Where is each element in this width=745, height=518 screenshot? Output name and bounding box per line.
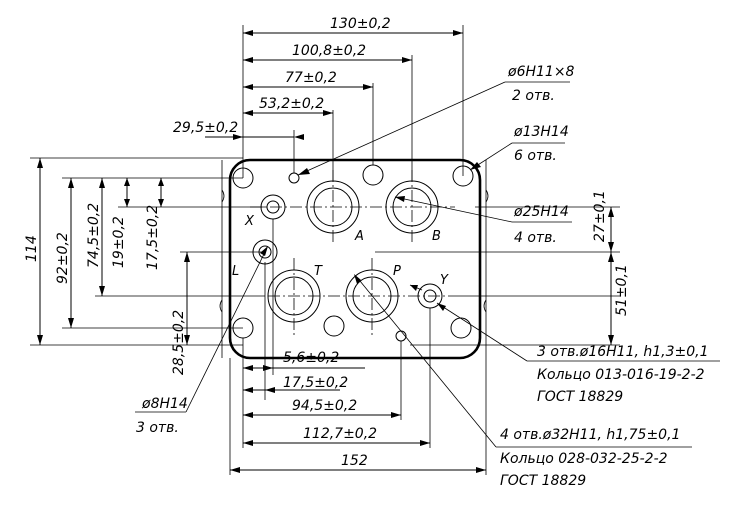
dim-100-8: 100,8±0,2 (292, 43, 366, 59)
port-label-p: P (393, 264, 401, 279)
top-dimensions: 130±0,2 100,8±0,2 77±0,2 53,2±0,2 29,5±0… (173, 16, 464, 181)
callout-mount-holes: ø13H14 6 отв. (469, 124, 569, 171)
port-labels: X A B L T P Y (232, 214, 449, 288)
dim-5-6: 5,6±0,2 (283, 350, 339, 366)
dim-130: 130±0,2 (330, 16, 391, 32)
pilot-size-label: ø8H14 (141, 396, 188, 412)
dim-92: 92±0,2 (55, 232, 71, 284)
dim-19: 19±0,2 (111, 216, 127, 268)
right-dimensions: 27±0,1 51±0,1 (375, 190, 630, 346)
dim-114: 114 (24, 235, 40, 262)
dim-53-2: 53,2±0,2 (259, 96, 324, 112)
main-ports (267, 180, 439, 323)
port-label-y: Y (440, 273, 449, 288)
dim-29-5: 29,5±0,2 (173, 120, 238, 136)
dim-17-5-left: 17,5±0,2 (145, 205, 161, 270)
pin-hole-size-label: ø6H11×8 (507, 64, 575, 80)
pilot-ports (252, 194, 443, 309)
callout-big-rings: 4 отв.ø32H11, h1,75±0,1 Кольцо 028-032-2… (354, 274, 692, 489)
port-label-t: T (314, 264, 323, 279)
mount-hole (362, 164, 384, 186)
callout-pin-holes: ø6H11×8 2 отв. (297, 64, 575, 176)
dim-28-5: 28,5±0,2 (171, 310, 187, 375)
big-ring-code-label: Кольцо 028-032-25-2-2 (500, 451, 668, 467)
small-ring-std-label: ГОСТ 18829 (537, 389, 623, 405)
center-lines (250, 170, 455, 335)
callout-ports: ø25H14 4 отв. (394, 196, 572, 246)
small-ring-code-label: Кольцо 013-016-19-2-2 (537, 367, 705, 383)
left-dimensions: 114 92±0,2 74,5±0,2 19±0,2 17,5±0,2 28,5… (24, 157, 265, 375)
big-ring-std-label: ГОСТ 18829 (500, 473, 586, 489)
dim-152: 152 (341, 453, 368, 469)
small-ring-spec-label: 3 отв.ø16H11, h1,3±0,1 (537, 344, 709, 360)
mount-hole-size-label: ø13H14 (513, 124, 569, 140)
pin-hole (288, 172, 300, 184)
dim-74-5: 74,5±0,2 (86, 203, 102, 268)
dim-27: 27±0,1 (592, 190, 608, 242)
callout-pilot-ports: ø8H14 3 отв. (135, 246, 268, 436)
mount-hole-qty-label: 6 отв. (514, 148, 557, 164)
plate-outline (219, 158, 489, 360)
mount-hole (450, 317, 472, 339)
port-qty-label: 4 отв. (514, 230, 557, 246)
bottom-dimensions: 5,6±0,2 17,5±0,2 94,5±0,2 112,7±0,2 152 (229, 219, 487, 475)
mount-hole (323, 315, 345, 337)
pilot-qty-label: 3 отв. (136, 420, 179, 436)
pin-hole (395, 330, 407, 342)
callout-small-rings: 3 отв.ø16H11, h1,3±0,1 Кольцо 013-016-19… (409, 284, 720, 405)
port-label-b: B (432, 229, 441, 244)
dim-77: 77±0,2 (285, 70, 337, 86)
port-label-l: L (232, 264, 239, 279)
dim-112-7: 112,7±0,2 (303, 426, 377, 442)
pin-hole-qty-label: 2 отв. (512, 88, 555, 104)
dim-94-5: 94,5±0,2 (292, 398, 357, 414)
dim-17-5-bottom: 17,5±0,2 (283, 375, 348, 391)
big-ring-spec-label: 4 отв.ø32H11, h1,75±0,1 (500, 427, 680, 443)
port-label-x: X (244, 214, 255, 229)
port-size-label: ø25H14 (513, 204, 569, 220)
port-label-a: A (354, 229, 364, 244)
dim-51: 51±0,1 (614, 264, 630, 316)
